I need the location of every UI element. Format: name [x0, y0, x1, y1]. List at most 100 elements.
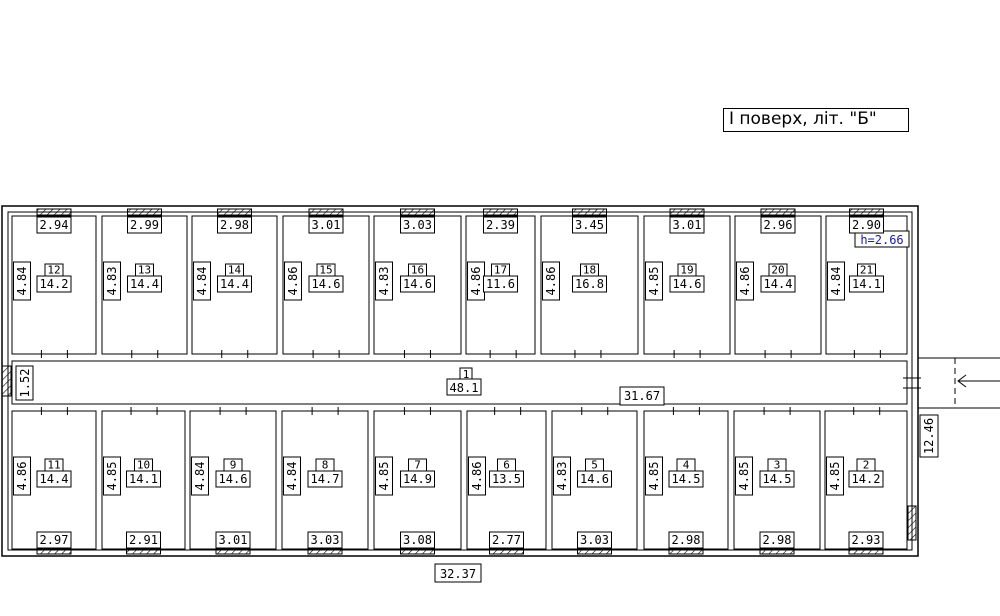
room-16-depth-box: [375, 261, 393, 301]
room-21-window: [849, 208, 884, 216]
room-20-window: [760, 208, 796, 216]
room-2-depth-box: [826, 456, 844, 496]
room-5-width-box: [577, 531, 612, 549]
room-8-depth-label: 4.84: [283, 456, 301, 496]
room-19-number-label: 19: [677, 263, 697, 277]
room-10-depth-box: [103, 456, 121, 496]
floor-title: I поверх, літ. "Б": [723, 108, 909, 132]
room-14-width-label: 2.98: [217, 216, 252, 234]
room-8-depth-box: [283, 456, 301, 496]
room-3-number: 3: [774, 459, 781, 472]
room-7-depth-box: [375, 456, 393, 496]
room-21-number-label: 21: [857, 263, 876, 277]
room-20-width-box: [760, 216, 796, 234]
room-8-number-label: 8: [315, 458, 335, 472]
room-15-area-label: 14.6: [308, 275, 344, 293]
room-12-area-label: 14.2: [36, 275, 72, 293]
room-12-area: 14.2: [40, 277, 69, 291]
room-18-depth-box: [542, 261, 560, 301]
room-16-width: 3.03: [403, 218, 432, 232]
room-8-width-box: [307, 531, 343, 549]
room-2-area: 14.2: [852, 472, 881, 486]
room-7-depth: 4.85: [377, 462, 391, 491]
room-19-depth: 4.85: [647, 267, 661, 296]
room-11-area-label: 14.4: [36, 470, 72, 488]
room-12-width: 2.94: [40, 218, 69, 232]
room-11-width-label: 2.97: [36, 531, 72, 549]
room-19-depth-label: 4.85: [645, 261, 663, 301]
room-12-area-box: [36, 275, 72, 293]
room-10-width-box: [126, 531, 161, 549]
room-18-depth: 4.86: [544, 267, 558, 296]
room-4-area-label: 14.5: [668, 470, 704, 488]
room-10-number-label: 10: [134, 458, 153, 472]
room-17-width-label: 2.39: [483, 216, 518, 234]
room-4-depth-label: 4.85: [645, 456, 663, 496]
room-9-area-box: [215, 470, 251, 488]
room-14-area-box: [217, 275, 252, 293]
room-21-number: 21: [860, 264, 873, 277]
room-9-area: 14.6: [219, 472, 248, 486]
overall-length-top-box: [619, 386, 665, 406]
room-12-width-box: [36, 216, 72, 234]
room-17-depth: 4.86: [469, 267, 483, 296]
room-18-area: 16.8: [575, 277, 604, 291]
room-3-window: [759, 547, 795, 555]
room-9-width-box: [215, 531, 251, 549]
room-13-area-label: 14.4: [127, 275, 162, 293]
room-6-number-label: 6: [497, 458, 516, 472]
room-15-depth-label: 4.86: [284, 261, 302, 301]
room-7-window: [400, 547, 435, 555]
room-6-area-box: [489, 470, 524, 488]
room-9-width: 3.01: [219, 533, 248, 547]
room-19-area-label: 14.6: [669, 275, 705, 293]
room-12-number-label: 12: [44, 263, 64, 277]
room-19-depth-box: [645, 261, 663, 301]
room-9-number: 9: [230, 459, 237, 472]
room-13-width-box: [127, 216, 162, 234]
overall-length-top: 31.67: [624, 389, 660, 403]
room-14-area-label: 14.4: [217, 275, 252, 293]
room-12-number: 12: [47, 264, 60, 277]
room-20-outline: [734, 215, 822, 355]
room-18: [540, 208, 639, 358]
room-5-width: 3.03: [580, 533, 609, 547]
room-19-area: 14.6: [673, 277, 702, 291]
room-10-depth: 4.85: [105, 462, 119, 491]
room-13-depth-box: [103, 261, 121, 301]
room-16-depth: 4.83: [377, 267, 391, 296]
room-15-number-label: 15: [316, 263, 336, 277]
room-15-depth: 4.86: [286, 267, 300, 296]
room-15-area-box: [308, 275, 344, 293]
room-11-window: [36, 547, 72, 555]
room-17-area-box: [483, 275, 518, 293]
room-18-width-box: [572, 216, 607, 234]
room-21-depth: 4.84: [829, 267, 843, 296]
entrance-porch: [903, 357, 1000, 409]
room-19-window: [669, 208, 705, 216]
room-18-depth-label: 4.86: [542, 261, 560, 301]
room-14-depth: 4.84: [195, 267, 209, 296]
room-17-number: 17: [494, 264, 507, 277]
room-20-number: 20: [771, 264, 784, 277]
room-14-number: 14: [228, 264, 242, 277]
room-18-number: 18: [583, 264, 596, 277]
room-13-number-label: 13: [135, 263, 154, 277]
room-11-depth: 4.86: [15, 462, 29, 491]
room-6-width-label: 2.77: [489, 531, 524, 549]
room-9-area-label: 14.6: [215, 470, 251, 488]
room-14-width-box: [217, 216, 252, 234]
room-15-width-box: [308, 216, 344, 234]
room-9-number-label: 9: [223, 458, 243, 472]
room-6-depth-label: 4.86: [468, 456, 486, 496]
corridor-width: 1.52: [18, 369, 32, 398]
room-16-depth-label: 4.83: [375, 261, 393, 301]
room-2-width-box: [848, 531, 884, 549]
room-16-outline: [373, 215, 462, 355]
room-20-area-label: 14.4: [760, 275, 796, 293]
room-19-width-box: [669, 216, 705, 234]
room-21-depth-box: [827, 261, 845, 301]
room-6-window: [489, 547, 524, 555]
room-13-area-box: [127, 275, 162, 293]
room-19-area-box: [669, 275, 705, 293]
